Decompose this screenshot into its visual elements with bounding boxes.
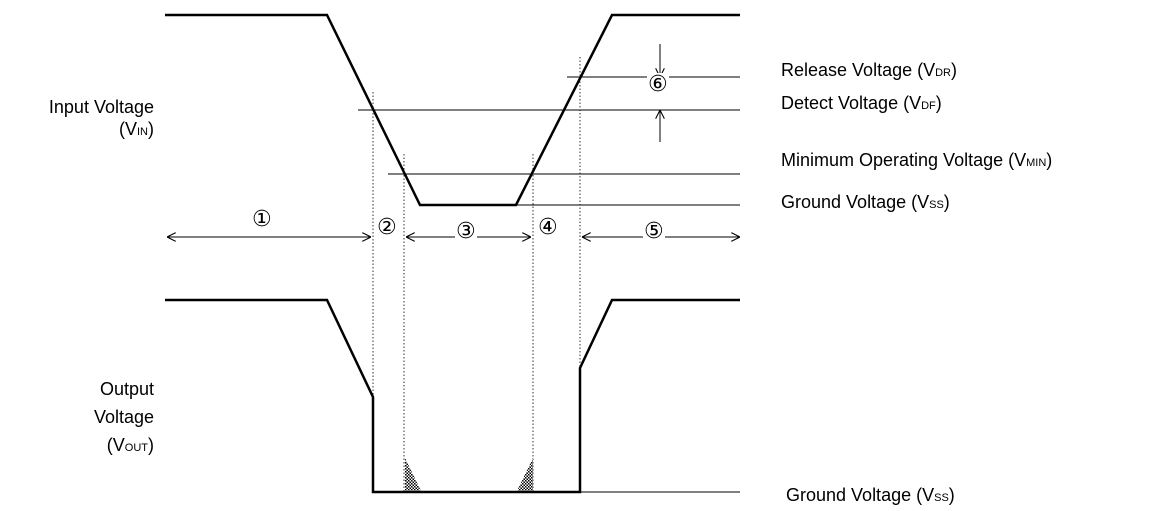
input-voltage-waveform [165,13,740,207]
ground-voltage-output-label: Ground Voltage (VSS) [786,484,955,509]
region-label-3: ③ [455,218,477,243]
detect-voltage-symbol: V [909,93,922,113]
output-voltage-waveform [165,298,740,494]
output-voltage-paren-close: ) [148,435,154,455]
region-label-5: ⑤ [643,218,665,243]
input-voltage-subscript: IN [137,126,148,138]
output-voltage-subscript: OUT [124,442,148,454]
output-voltage-title-line2: Voltage [93,407,154,427]
region-label-1: ① [251,206,273,231]
release-voltage-label: Release Voltage (VDR) [781,59,957,84]
min-operating-voltage-text: Minimum Operating Voltage ( [781,150,1015,170]
min-operating-voltage-paren-close: ) [1046,150,1053,170]
output-voltage-label: Output Voltage (VOUT) [0,375,154,462]
ground-voltage-input-label: Ground Voltage (VSS) [781,191,950,216]
release-voltage-subscript: DR [935,67,951,79]
input-voltage-title: Input Voltage [48,97,154,117]
output-voltage-paren-open: ( [106,435,113,455]
ground-voltage-input-subscript: SS [929,199,944,211]
input-voltage-label: Input Voltage (VIN) [0,96,154,143]
detect-voltage-text: Detect Voltage ( [781,93,910,113]
detect-voltage-paren-close: ) [935,93,942,113]
input-voltage-symbol: V [124,119,137,139]
ground-voltage-output-symbol: V [922,485,935,505]
indeterminate-region-rising [517,458,533,491]
input-voltage-paren-open: ( [118,119,125,139]
region-label-2: ② [376,214,398,239]
region-label-6: ⑥ [647,71,669,96]
input-voltage-paren-close: ) [148,119,154,139]
ground-voltage-input-symbol: V [917,192,930,212]
release-voltage-symbol: V [923,60,936,80]
indeterminate-region-falling [405,458,421,491]
min-operating-voltage-symbol: V [1014,150,1027,170]
ground-voltage-input-text: Ground Voltage ( [781,192,918,212]
output-voltage-title-line1: Output [99,379,154,399]
ground-voltage-output-paren-close: ) [948,485,955,505]
region-label-4: ④ [537,214,559,239]
ground-voltage-output-subscript: SS [934,492,949,504]
release-voltage-paren-close: ) [951,60,957,80]
min-operating-voltage-label: Minimum Operating Voltage (VMIN) [781,149,1052,174]
ground-voltage-input-paren-close: ) [943,192,950,212]
min-operating-voltage-subscript: MIN [1026,157,1047,169]
detect-voltage-subscript: DF [921,100,936,112]
ground-voltage-output-text: Ground Voltage ( [786,485,923,505]
release-voltage-text: Release Voltage ( [781,60,924,80]
detect-voltage-label: Detect Voltage (VDF) [781,92,942,117]
output-voltage-symbol: V [112,435,125,455]
